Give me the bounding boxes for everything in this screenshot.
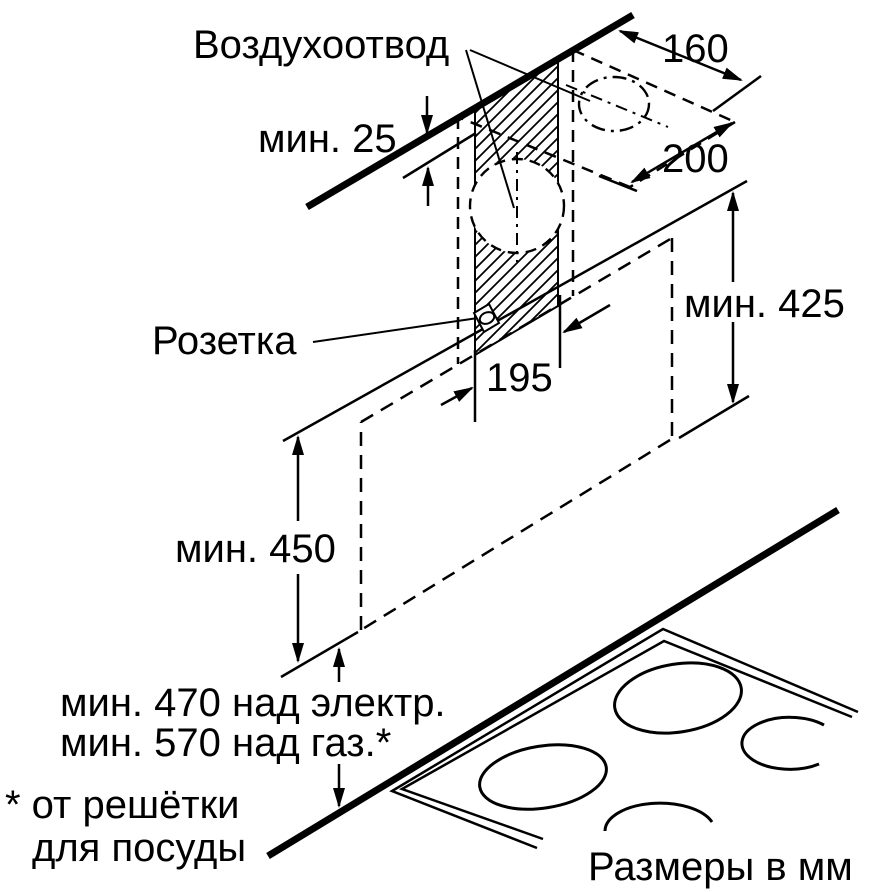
hood-top-clearance-line xyxy=(402,131,477,180)
air-outlet-leader-wall xyxy=(465,49,515,209)
hood-bottom-ref-left xyxy=(280,630,359,679)
hood-outline xyxy=(359,236,674,632)
burner-right-arc xyxy=(740,715,825,771)
burner-bottom-arc xyxy=(603,801,714,832)
dim-min425-label: мин. 425 xyxy=(684,282,845,326)
cooktop xyxy=(389,627,859,850)
wall-reference-line xyxy=(282,179,748,443)
ceiling-duct-hole xyxy=(577,75,651,133)
cooktop-inner-edge xyxy=(398,639,853,841)
units-note: Размеры в мм xyxy=(588,845,853,889)
ceiling-line xyxy=(305,11,635,211)
counter-edge-line xyxy=(266,507,840,859)
footnote-line2: для посуды xyxy=(32,826,246,870)
footnote-line1: * от решётки xyxy=(5,783,239,827)
dim-160-label: 160 xyxy=(662,27,729,71)
dim-160-line xyxy=(618,29,743,82)
dim200-extension-tick xyxy=(598,174,638,193)
dim-470-electric-label: мин. 470 над электр. xyxy=(60,681,446,725)
dim-200-label: 200 xyxy=(662,137,729,181)
dim-195-label: 195 xyxy=(486,356,553,400)
air-outlet-leader-ceiling xyxy=(469,49,591,102)
socket-label: Розетка xyxy=(152,319,297,363)
burner-left xyxy=(478,743,608,811)
socket-leader xyxy=(312,317,479,343)
dim160-extension-tick xyxy=(712,74,762,113)
ceiling-duct-centerline xyxy=(565,84,669,128)
burner-top xyxy=(613,661,743,735)
socket-symbol xyxy=(472,302,501,334)
dim-570-gas-label: мин. 570 над газ.* xyxy=(60,721,391,765)
dim-195-arrow-left xyxy=(440,386,474,407)
dim-195-arrow-right xyxy=(562,303,611,334)
cooktop-outer-edge xyxy=(389,627,859,850)
dim-200-line xyxy=(630,121,734,184)
hood-bottom-ref-right xyxy=(678,394,750,440)
dim-min450-label: мин. 450 xyxy=(175,527,336,571)
dim-min25-label: мин. 25 xyxy=(258,117,397,161)
air-outlet-label: Воздухоотвод xyxy=(193,23,449,67)
